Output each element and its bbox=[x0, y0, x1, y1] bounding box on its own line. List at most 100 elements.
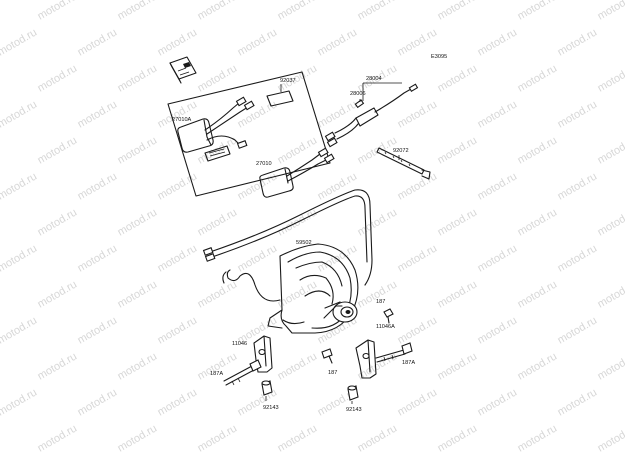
part-92143-left-spacer bbox=[261, 380, 273, 401]
watermark-text: motod.ru bbox=[596, 0, 625, 23]
watermark-text: motod.ru bbox=[396, 386, 440, 418]
label-27010a: 27010A bbox=[172, 117, 192, 123]
watermark-text: motod.ru bbox=[196, 0, 240, 23]
label-187-right: 187 bbox=[376, 299, 385, 305]
part-11046a-bracket bbox=[355, 339, 377, 379]
watermark-text: motod.ru bbox=[556, 26, 600, 58]
watermark-text: motod.ru bbox=[516, 206, 560, 238]
watermark-text: motod.ru bbox=[516, 278, 560, 310]
watermark-text: motod.ru bbox=[0, 26, 39, 58]
watermark-text: motod.ru bbox=[76, 314, 120, 346]
watermark-text: motod.ru bbox=[316, 98, 360, 130]
watermark-text: motod.ru bbox=[0, 170, 39, 202]
wire-harness bbox=[202, 189, 373, 302]
watermark-text: motod.ru bbox=[196, 62, 240, 94]
watermark-text: motod.ru bbox=[156, 386, 200, 418]
watermark-text: motod.ru bbox=[516, 350, 560, 382]
watermark-text: motod.ru bbox=[516, 0, 560, 23]
watermark-text: motod.ru bbox=[0, 314, 39, 346]
watermark-text: motod.ru bbox=[236, 26, 280, 58]
watermark-text: motod.ru bbox=[396, 314, 440, 346]
watermark-text: motod.ru bbox=[156, 98, 200, 130]
watermark-text: motod.ru bbox=[396, 98, 440, 130]
watermark-text: motod.ru bbox=[596, 134, 625, 166]
watermark-text: motod.ru bbox=[236, 386, 280, 418]
label-27010: 27010 bbox=[256, 161, 272, 167]
watermark-text: motod.ru bbox=[116, 134, 160, 166]
watermark-text: motod.ru bbox=[596, 278, 625, 310]
watermark-text: motod.ru bbox=[316, 26, 360, 58]
watermark-text: motod.ru bbox=[516, 422, 560, 454]
part-28004 bbox=[324, 82, 419, 148]
watermark-text: motod.ru bbox=[276, 0, 320, 23]
watermark-text: motod.ru bbox=[36, 206, 80, 238]
watermark-text: motod.ru bbox=[36, 0, 80, 23]
watermark-text: motod.ru bbox=[76, 98, 120, 130]
watermark-text: motod.ru bbox=[116, 206, 160, 238]
watermark-text: motod.ru bbox=[436, 422, 480, 454]
watermark-text: motod.ru bbox=[196, 422, 240, 454]
watermark-text: motod.ru bbox=[396, 170, 440, 202]
label-11046: 11046 bbox=[232, 341, 247, 347]
part-28006 bbox=[354, 99, 365, 109]
watermark-text: motod.ru bbox=[156, 26, 200, 58]
part-92143-right-spacer bbox=[347, 385, 359, 404]
label-92143-right: 92143 bbox=[346, 407, 362, 413]
watermark-text: motod.ru bbox=[356, 278, 400, 310]
watermark-text: motod.ru bbox=[476, 386, 520, 418]
watermark-text: motod.ru bbox=[556, 170, 600, 202]
watermark-text: motod.ru bbox=[476, 242, 520, 274]
watermark-text: motod.ru bbox=[556, 242, 600, 274]
watermark-text: motod.ru bbox=[436, 62, 480, 94]
watermark-text: motod.ru bbox=[596, 62, 625, 94]
part-187-right-bolt bbox=[383, 308, 394, 324]
watermark-text: motod.ru bbox=[116, 422, 160, 454]
part-187-mid-bolt bbox=[321, 348, 333, 364]
watermark-text: motod.ru bbox=[196, 206, 240, 238]
watermark-text: motod.ru bbox=[596, 422, 625, 454]
watermark-text: motod.ru bbox=[36, 350, 80, 382]
watermark-text: motod.ru bbox=[396, 242, 440, 274]
watermark-text: motod.ru bbox=[36, 62, 80, 94]
watermark-text: motod.ru bbox=[476, 26, 520, 58]
part-92037 bbox=[266, 84, 294, 107]
diagram-code: E3095 bbox=[431, 54, 447, 60]
watermark-text: motod.ru bbox=[116, 62, 160, 94]
label-92072: 92072 bbox=[393, 148, 409, 154]
watermark-text: motod.ru bbox=[196, 350, 240, 382]
watermark-text: motod.ru bbox=[236, 242, 280, 274]
watermark-text: motod.ru bbox=[596, 206, 625, 238]
watermark-text: motod.ru bbox=[436, 0, 480, 23]
label-187-mid: 187 bbox=[328, 370, 337, 376]
part-27010 bbox=[259, 147, 335, 198]
group-outline bbox=[167, 71, 331, 197]
watermark-text: motod.ru bbox=[36, 422, 80, 454]
watermark-text: motod.ru bbox=[76, 26, 120, 58]
label-187a-right: 187A bbox=[402, 360, 415, 366]
part-59502-fan bbox=[267, 243, 359, 334]
part-187a-right-bolt bbox=[375, 342, 413, 363]
watermark-text: motod.ru bbox=[116, 278, 160, 310]
label-187a-left: 187A bbox=[210, 371, 223, 377]
watermark-text: motod.ru bbox=[196, 278, 240, 310]
watermark-text: motod.ru bbox=[0, 98, 39, 130]
watermark-text: motod.ru bbox=[556, 314, 600, 346]
watermark-text: motod.ru bbox=[316, 170, 360, 202]
watermark-text: motod.ru bbox=[116, 0, 160, 23]
watermark-text: motod.ru bbox=[236, 170, 280, 202]
watermark-text: motod.ru bbox=[356, 206, 400, 238]
watermark-text: motod.ru bbox=[356, 422, 400, 454]
watermark-text: motod.ru bbox=[516, 134, 560, 166]
label-28004: 28004 bbox=[366, 76, 382, 82]
watermark-text: motod.ru bbox=[156, 242, 200, 274]
watermark-text: motod.ru bbox=[76, 242, 120, 274]
watermark-text: motod.ru bbox=[156, 314, 200, 346]
part-187a-left-bolt bbox=[223, 359, 262, 386]
part-92072 bbox=[376, 147, 431, 180]
watermark-text: motod.ru bbox=[36, 278, 80, 310]
watermark-text: motod.ru bbox=[436, 350, 480, 382]
watermark-text: motod.ru bbox=[276, 422, 320, 454]
label-59502: 59502 bbox=[296, 240, 312, 246]
label-11046a: 11046A bbox=[376, 324, 395, 330]
